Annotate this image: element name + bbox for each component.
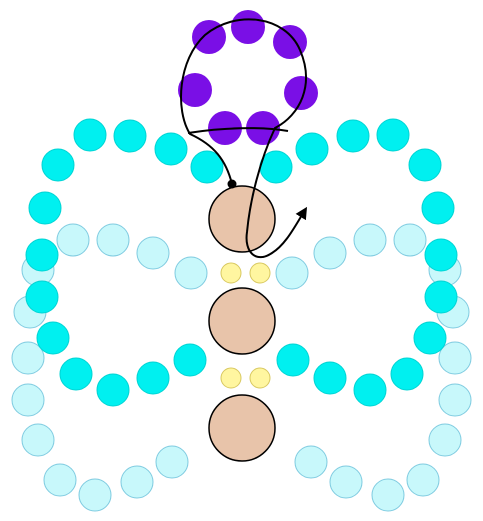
- turquoise-bead: [60, 358, 92, 390]
- light-blue-bead: [407, 464, 439, 496]
- light-blue-bead: [314, 237, 346, 269]
- turquoise-bead: [277, 344, 309, 376]
- turquoise-bead: [97, 374, 129, 406]
- light-blue-bead: [295, 446, 327, 478]
- turquoise-bead: [391, 358, 423, 390]
- light-blue-bead: [44, 464, 76, 496]
- tan-body-bead: [209, 395, 275, 461]
- light-blue-bead: [175, 257, 207, 289]
- knot-dot-icon: [228, 180, 237, 189]
- light-blue-bead: [97, 224, 129, 256]
- light-blue-bead: [57, 224, 89, 256]
- purple-bead: [231, 10, 265, 44]
- turquoise-bead: [174, 344, 206, 376]
- light-blue-bead: [439, 384, 471, 416]
- light-blue-bead: [137, 237, 169, 269]
- body-beads: [209, 186, 275, 461]
- light-blue-bead: [429, 424, 461, 456]
- turquoise-bead: [425, 239, 457, 271]
- turquoise-bead: [29, 192, 61, 224]
- turquoise-bead: [37, 322, 69, 354]
- tan-body-bead: [209, 288, 275, 354]
- light-blue-bead: [276, 257, 308, 289]
- light-blue-bead: [372, 479, 404, 511]
- yellow-spacer-bead: [250, 368, 270, 388]
- turquoise-bead: [155, 133, 187, 165]
- tan-body-bead: [209, 186, 275, 252]
- yellow-spacer-bead: [221, 263, 241, 283]
- turquoise-bead: [354, 374, 386, 406]
- light-blue-bead: [22, 424, 54, 456]
- turquoise-bead: [314, 362, 346, 394]
- turquoise-bead: [26, 281, 58, 313]
- turquoise-bead: [337, 120, 369, 152]
- light-blue-bead: [12, 384, 44, 416]
- light-blue-bead: [121, 466, 153, 498]
- purple-bead: [284, 76, 318, 110]
- light-blue-bead: [394, 224, 426, 256]
- turquoise-bead: [414, 322, 446, 354]
- turquoise-bead: [26, 239, 58, 271]
- turquoise-bead: [425, 281, 457, 313]
- turquoise-bead: [377, 119, 409, 151]
- light-blue-bead: [354, 224, 386, 256]
- head-loop-purple-beads: [178, 10, 318, 145]
- turquoise-bead: [409, 149, 441, 181]
- turquoise-bead: [42, 149, 74, 181]
- turquoise-bead: [422, 192, 454, 224]
- light-blue-bead: [330, 466, 362, 498]
- light-blue-bead: [156, 446, 188, 478]
- turquoise-bead: [296, 133, 328, 165]
- turquoise-bead: [137, 362, 169, 394]
- yellow-spacer-bead: [250, 263, 270, 283]
- turquoise-bead: [114, 120, 146, 152]
- light-blue-bead: [79, 479, 111, 511]
- turquoise-bead: [74, 119, 106, 151]
- yellow-spacer-bead: [221, 368, 241, 388]
- upper-wings-turquoise-beads: [26, 119, 457, 406]
